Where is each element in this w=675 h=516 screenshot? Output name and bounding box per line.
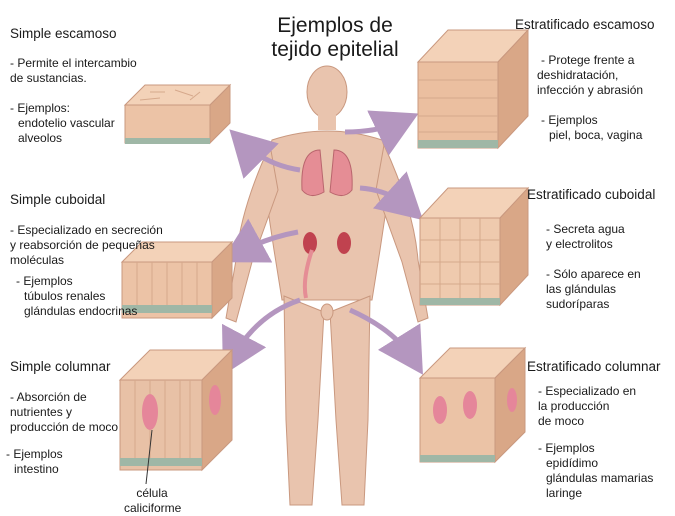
goblet-cell [142,394,158,430]
title-line-1: Ejemplos de [277,14,393,37]
line: alveolos [18,131,63,145]
tissue-simple-columnar [118,348,234,472]
arrow-simple-escamoso [229,129,301,179]
goblet-cell-label: célula caliciforme [124,486,182,516]
line: laringe [546,486,583,500]
heading-simple-escamoso: Simple escamoso [10,26,117,41]
line: - Especializado en [538,384,637,398]
text-simple-escamoso: - Permite el intercambio de sustancias. … [10,56,137,146]
text-simple-cuboidal: - Especializado en secreción y reabsorci… [10,223,163,319]
heading-estratificado-columnar: Estratificado columnar [527,359,661,374]
text-simple-columnar: - Absorción de nutrientes y producción d… [6,390,119,477]
arrow-simple-columnar [222,297,301,376]
heading-estratificado-escamoso: Estratificado escamoso [515,17,655,32]
arrow-estratificado-escamoso [344,110,419,156]
line: - Ejemplos: [10,101,71,115]
line: piel, boca, vagina [549,128,643,142]
text-estratificado-columnar: - Especializado en la producción de moco… [538,384,653,501]
line: infección y abrasión [537,83,644,97]
line: - Ejemplos [6,447,63,461]
diagram-title: Ejemplos de tejido epitelial [235,14,435,62]
line: célula [136,486,168,500]
line: caliciforme [124,501,182,515]
line: intestino [14,462,59,476]
line: de moco [538,414,585,428]
heading-simple-cuboidal: Simple cuboidal [10,192,106,207]
arrow-estratificado-cuboidal [359,171,424,221]
line: sudoríparas [546,297,610,311]
kidneys [303,232,351,254]
arrow-simple-cuboidal [220,218,299,263]
line: epidídimo [546,456,599,470]
heading-simple-columnar: Simple columnar [10,359,111,374]
lungs [301,149,353,196]
tissue-simple-cuboidal [120,240,234,320]
line: - Especializado en secreción [10,223,163,237]
line: y electrolitos [546,237,613,251]
line: - Absorción de [10,390,87,404]
tissue-simple-escamoso [123,83,232,145]
line: producción de moco [10,420,119,434]
line: glándulas endocrinas [24,304,138,318]
line: glándulas mamarias [546,471,654,485]
line: - Secreta agua [546,222,625,236]
heading-estratificado-cuboidal: Estratificado cuboidal [527,187,656,202]
title-line-2: tejido epitelial [271,38,399,61]
text-estratificado-cuboidal: - Secreta agua y electrolitos - Sólo apa… [546,222,641,312]
line: endotelio vascular [18,116,115,130]
line: - Permite el intercambio [10,56,137,70]
text-estratificado-escamoso: - Protege frente a deshidratación, infec… [537,53,643,143]
line: las glándulas [546,282,617,296]
human-body-figure [225,65,429,506]
goblet-pointer-line [145,429,153,485]
line: y reabsorción de pequeñas [10,238,155,252]
line: - Ejemplos [541,113,598,127]
tissue-estratificado-columnar [418,346,527,464]
line: túbulos renales [24,289,106,303]
line: moléculas [10,253,65,267]
line: la producción [538,399,610,413]
line: nutrientes y [10,405,73,419]
arrow-estratificado-columnar [348,307,423,375]
line: - Ejemplos [16,274,73,288]
line: - Ejemplos [538,441,595,455]
line: de sustancias. [10,71,87,85]
tissue-estratificado-escamoso [416,28,530,150]
arrows [220,110,424,376]
line: - Sólo aparece en [546,267,641,281]
line: - Protege frente a [541,53,635,67]
tissue-estratificado-cuboidal [418,186,530,307]
line: deshidratación, [537,68,619,82]
